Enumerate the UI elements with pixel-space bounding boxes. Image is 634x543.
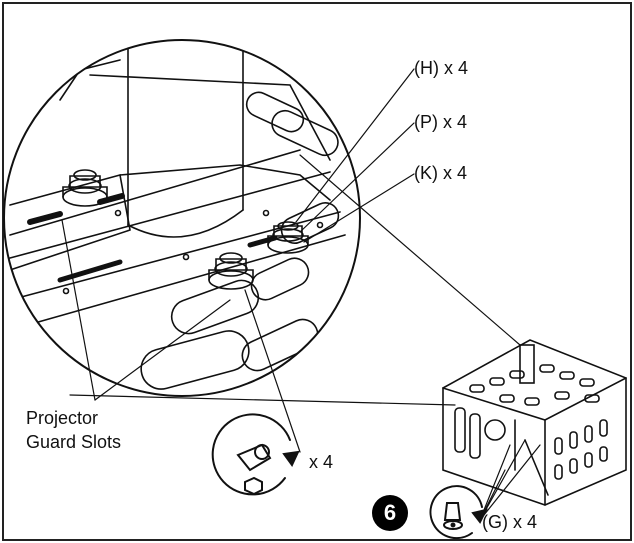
mount-pole: [519, 344, 535, 384]
label-hex-nut: (H) x 4: [414, 58, 468, 78]
step-number-badge: 6: [372, 495, 408, 531]
label-wrench-qty: x 4: [309, 452, 334, 472]
leader-slots-b: [94, 299, 231, 401]
screwdriver-tighten-icon: [429, 485, 488, 540]
zoom-connector-top: [299, 154, 521, 346]
leader-h: [295, 68, 415, 223]
zoom-detail: [3, 39, 361, 397]
leader-slots-a: [61, 219, 96, 401]
label-washer: (P) x 4: [414, 112, 468, 132]
zoom-connector-bottom: [69, 394, 456, 406]
leader-p: [299, 122, 415, 233]
leader-nut-x4: [244, 289, 301, 453]
label-slots-line1: Projector: [26, 408, 99, 428]
hex-nut-right: [267, 221, 309, 254]
hex-nut-left: [62, 169, 108, 207]
bolt-leaders: [479, 439, 541, 521]
label-bolt: (G) x 4: [482, 512, 538, 532]
leader-lines: [61, 68, 521, 453]
hex-nut-center: [208, 252, 254, 290]
label-lock-washer: (K) x 4: [414, 163, 468, 183]
wrench-tighten-icon: [211, 413, 300, 496]
leader-k: [303, 173, 415, 243]
label-slots-line2: Guard Slots: [26, 432, 122, 452]
projector-guard-cage: [442, 339, 627, 506]
